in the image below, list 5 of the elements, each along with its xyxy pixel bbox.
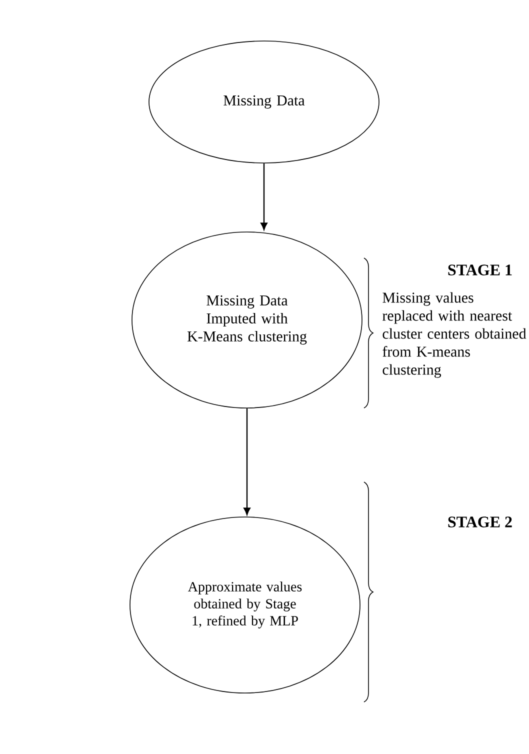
stage-heading: STAGE 1 (448, 264, 512, 276)
stage-description: Missing values replaced with nearest cluster centers obtained from K-means clustering (382, 292, 526, 378)
stage-heading: STAGE 2 (448, 516, 512, 528)
arrow (244, 408, 250, 516)
arrow (260, 163, 268, 230)
